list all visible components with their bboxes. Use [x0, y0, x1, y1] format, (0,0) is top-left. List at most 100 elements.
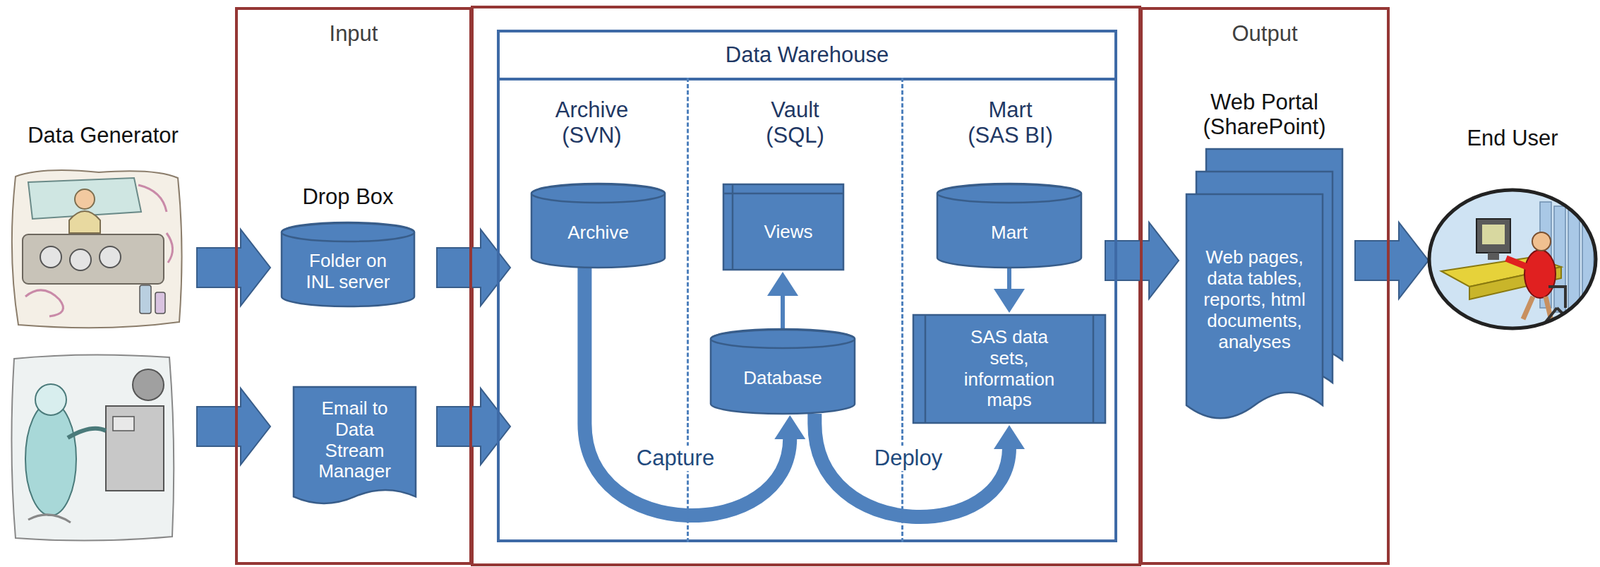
cleanroom-illustration-part: [105, 405, 164, 491]
edge-label: Deploy: [871, 445, 946, 471]
lab-illustration-part: [11, 170, 183, 328]
wall-panel: [1554, 206, 1566, 312]
cleanroom-illustration-part: [67, 428, 106, 438]
cylinder-top: [531, 184, 665, 203]
generator-arrow-part: [196, 229, 271, 306]
lab-illustration-part: [155, 292, 166, 314]
lab-illustration-part: [99, 246, 121, 268]
box-text: Mart: [990, 222, 1028, 244]
lab-illustration-part: [139, 285, 152, 314]
flow-arrow: [993, 267, 1025, 313]
mart-column: Mart (SAS BI) MartSAS data sets, informat…: [901, 77, 1118, 543]
cleanroom-illustration-part: [11, 354, 174, 540]
block-arrow: [1355, 222, 1429, 299]
lab-illustration-part: [25, 290, 64, 317]
mart-cylinder: Mart: [936, 183, 1082, 268]
group-label: Data Generator: [27, 122, 179, 149]
box-text: SAS data sets, information maps: [952, 326, 1066, 412]
cylinder-top: [937, 184, 1082, 203]
monitor-stand: [1487, 252, 1500, 260]
cleanroom-illustration-part: [35, 383, 67, 415]
generator-arrow: [196, 229, 271, 465]
box-text: Database: [743, 367, 822, 389]
web-portal-stack: Web Portal (SharePoint)Web pages, data t…: [1185, 148, 1344, 424]
cleanroom-illustration-part: [132, 369, 164, 401]
circle-outline: [1427, 187, 1598, 331]
process-line: [1092, 314, 1095, 423]
sas-datasets-box: SAS data sets, information maps: [912, 314, 1106, 424]
document-shape: [293, 386, 416, 504]
box-text: Folder on INL server: [295, 250, 401, 293]
flow-arrow: [1355, 222, 1429, 299]
person-legs: [1523, 296, 1552, 321]
section-heading: Output: [1231, 21, 1298, 47]
input-panel: InputDrop BoxFolder on INL serverEmail t…: [235, 7, 473, 565]
vault-column: Vault (SQL) ViewsDatabase: [686, 77, 902, 543]
cylinder-body: [531, 183, 665, 268]
person-body: [1524, 249, 1556, 298]
middle-panel: [472, 7, 1140, 565]
output-panel: OutputWeb Portal (SharePoint)Web pages, …: [1139, 7, 1390, 565]
cleanroom-illustration: [11, 354, 174, 540]
cylinder-body: [937, 183, 1082, 268]
process-box: [913, 314, 1106, 423]
lab-illustration-part: [74, 189, 95, 209]
heading-label: End User: [1441, 125, 1584, 152]
storage-line: [731, 184, 735, 270]
arrow-line: [780, 291, 785, 329]
archive-cylinder: Archive: [530, 183, 666, 268]
document-sheet: [1186, 194, 1323, 418]
box-text: Web pages, data tables, reports, html do…: [1201, 247, 1308, 353]
section-heading: Archive (SVN): [539, 97, 646, 148]
box-text: Archive: [567, 222, 629, 244]
heading-label: Web Portal (SharePoint): [1173, 89, 1357, 140]
cleanroom-illustration-part: [28, 514, 71, 523]
lab-illustration-part: [166, 232, 173, 263]
box-text: Views: [764, 221, 814, 243]
edge-label: Capture: [633, 445, 718, 471]
data-warehouse-box: Data WarehouseArchive (SVN) Archive Vault …: [496, 29, 1118, 543]
section-heading: Mart (SAS BI): [962, 97, 1058, 148]
circle-border: [1429, 189, 1596, 329]
storage-line: [723, 192, 844, 195]
person-head: [1532, 232, 1551, 251]
cylinder-top: [710, 329, 855, 348]
box-text: Email to Data Stream Manager: [309, 398, 401, 483]
database-cylinder: Database: [710, 328, 856, 414]
cleanroom-illustration-part: [25, 402, 77, 516]
flow-arrow: [814, 413, 1025, 517]
cleanroom-illustration-part: [112, 416, 135, 431]
archive-column: Archive (SVN) Archive: [496, 77, 687, 543]
end-user-circle: End User: [1427, 187, 1598, 331]
lab-illustration-part: [69, 249, 92, 271]
generator-arrow-part: [196, 388, 271, 465]
section-heading: Input: [329, 21, 379, 47]
person-arm: [1506, 258, 1528, 267]
curved-arrow: [814, 413, 1010, 517]
lab-illustration-part: [69, 211, 101, 233]
lab-illustration-part: [40, 246, 62, 268]
cylinder-body: [710, 328, 855, 414]
email-document: Email to Data Stream Manager: [292, 386, 417, 507]
lab-illustration-part: [138, 184, 167, 212]
arrow-head: [993, 288, 1025, 313]
storage-box: [723, 184, 844, 270]
section-heading: Data Warehouse: [499, 32, 1115, 81]
monitor: [1476, 218, 1511, 253]
screen: [1482, 224, 1505, 245]
lab-illustration-part: [22, 234, 164, 284]
drop-box-cylinder: Drop BoxFolder on INL server: [280, 222, 415, 307]
lab-illustration: [11, 170, 183, 328]
wall: [1427, 187, 1598, 331]
heading-label: Drop Box: [270, 184, 426, 210]
arrow-head: [767, 271, 799, 296]
process-line: [924, 314, 927, 423]
cylinder-top: [281, 223, 415, 242]
section-heading: Vault (SQL): [746, 97, 845, 148]
views-box: Views: [722, 183, 845, 271]
cylinder-body: [281, 222, 415, 307]
arrow-head: [774, 414, 806, 439]
arrow-head: [993, 424, 1025, 449]
